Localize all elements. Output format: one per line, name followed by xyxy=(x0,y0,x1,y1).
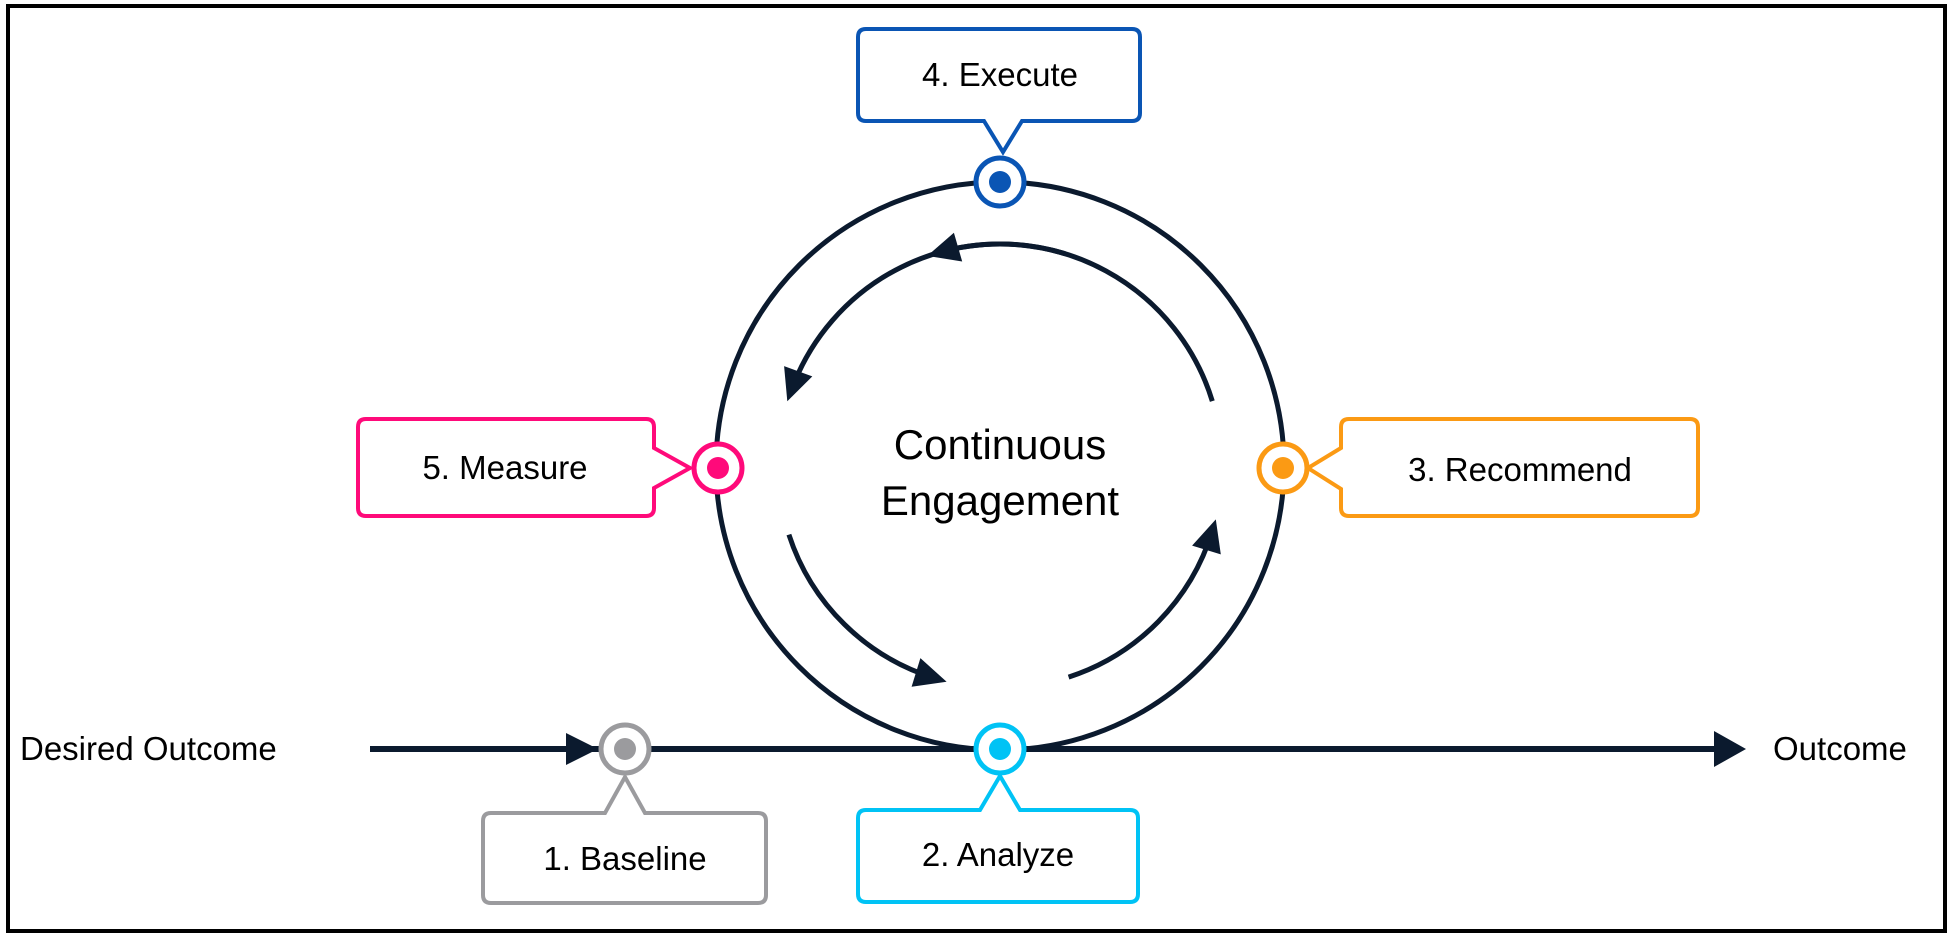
callout-baseline xyxy=(481,772,768,905)
step-recommend[interactable]: 3. Recommend xyxy=(1256,417,1700,518)
step-measure[interactable]: 5. Measure xyxy=(356,417,745,518)
callout-execute xyxy=(856,27,1142,156)
cycle-arrows xyxy=(784,232,1221,687)
arrow-bottom-right xyxy=(1067,530,1215,680)
start-label: Desired Outcome xyxy=(20,730,277,767)
step-label-measure: 5. Measure xyxy=(422,449,587,486)
node-dot-measure xyxy=(707,457,729,479)
step-label-baseline: 1. Baseline xyxy=(543,840,706,877)
end-label: Outcome xyxy=(1773,730,1907,767)
node-dot-baseline xyxy=(614,738,636,760)
curved-arrow-icon xyxy=(927,232,963,262)
center-title-line-1: Continuous xyxy=(894,421,1106,468)
arrow-top-left xyxy=(789,241,1066,391)
node-dot-analyze xyxy=(989,738,1011,760)
curved-arrow-icon xyxy=(784,366,813,402)
step-analyze[interactable]: 2. Analyze xyxy=(856,722,1140,904)
node-dot-recommend xyxy=(1272,457,1294,479)
timeline: Desired Outcome Outcome xyxy=(20,730,1907,767)
curved-arrow-icon xyxy=(1192,519,1221,555)
curved-arrow-icon xyxy=(911,658,947,687)
arrow-top-right xyxy=(938,241,1215,402)
step-baseline[interactable]: 1. Baseline xyxy=(481,722,768,905)
callout-recommend xyxy=(1304,417,1700,518)
step-label-recommend: 3. Recommend xyxy=(1408,451,1632,488)
step-execute[interactable]: 4. Execute xyxy=(856,27,1142,209)
arrow-right-icon xyxy=(1714,731,1746,767)
callout-measure xyxy=(356,417,695,518)
node-dot-execute xyxy=(989,171,1011,193)
arrow-bottom-left xyxy=(786,533,936,681)
center-title-line-2: Engagement xyxy=(881,477,1120,524)
callout-analyze xyxy=(856,772,1140,904)
step-label-analyze: 2. Analyze xyxy=(922,836,1074,873)
arrow-right-icon xyxy=(566,733,598,765)
step-label-execute: 4. Execute xyxy=(922,56,1078,93)
